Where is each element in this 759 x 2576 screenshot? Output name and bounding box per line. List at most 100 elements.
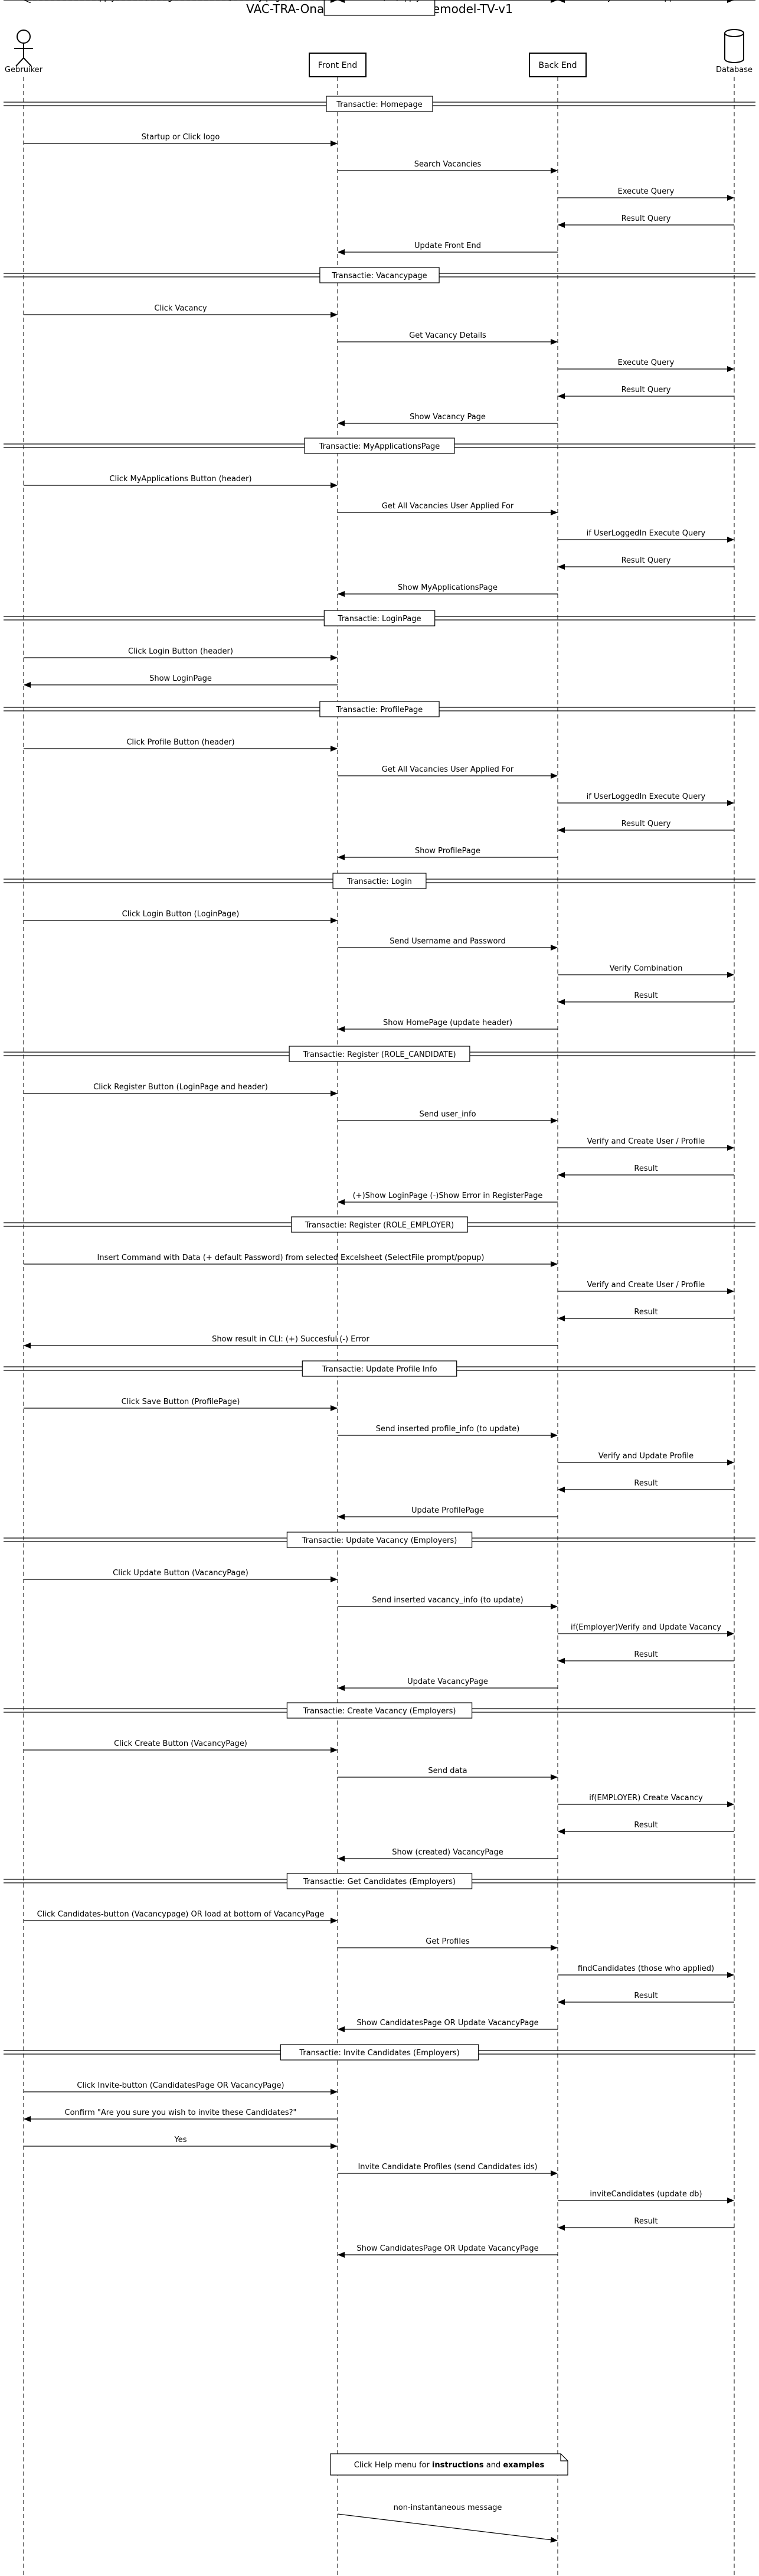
- message-arrow: Send inserted vacancy_info (to update): [338, 1596, 558, 1609]
- message-label: Click Create Button (VacancyPage): [114, 1739, 247, 1748]
- help-note: Click Help menu for instructions and exa…: [330, 2453, 568, 2476]
- message-arrow: Show LoginPage: [24, 674, 338, 688]
- message-arrow: drag to move: [24, 0, 338, 2]
- message-label: Show ProfilePage: [415, 847, 480, 856]
- message-label: Yes: [174, 2136, 187, 2144]
- message-label: Verify and Update Profile: [598, 1452, 693, 1461]
- message-label: Send inserted profile_info (to update): [376, 1425, 520, 1434]
- message-label: Verify and Create Application: [590, 0, 702, 2]
- participant-label: Back End: [538, 61, 577, 70]
- message-arrow: Click Update Button (VacancyPage): [24, 1569, 338, 1582]
- message-arrow: Insert Command with Data (+ default Pass…: [24, 1253, 558, 1267]
- section-label-box: [323, 610, 436, 626]
- message-arrow: Click Profile Button (header): [24, 738, 338, 752]
- message-arrow: Click Vacancy: [24, 304, 338, 318]
- message-label: Insert Command with Data (+ default Pass…: [97, 1253, 485, 1262]
- message-arrow: Verify and Create User / Profile: [558, 1137, 734, 1151]
- transaction-section: Transactie: Get Candidates (Employers) Cl…: [4, 1873, 755, 2032]
- section-label-box: [291, 1216, 468, 1233]
- participant-label: Front End: [318, 61, 357, 70]
- message-label: Result Query: [621, 820, 671, 828]
- message-arrow: Result: [558, 1164, 734, 1178]
- message-label: Execute Query: [618, 358, 675, 367]
- message-label: Show Result: [424, 0, 471, 2]
- section-label: Transactie: Register (ROLE_CANDIDATE): [302, 1050, 456, 1059]
- message-label: (+)Show LoginPage (-)Show Error in Regis…: [353, 1191, 543, 1200]
- section-label: Transactie: (Un)Apply: [338, 0, 421, 2]
- message-arrow: Update VacancyPage: [338, 1677, 558, 1691]
- message-label: Send user_info: [419, 1110, 476, 1119]
- section-label: Transactie: Homepage: [336, 100, 423, 109]
- transaction-section: Transactie: (Un)Apply Click Apply-button …: [4, 0, 755, 16]
- message-arrow: Result: [558, 1991, 734, 2005]
- message-label: Invite Candidate Profiles (send Candidat…: [358, 2163, 537, 2172]
- message-arrow: Show CandidatesPage OR Update VacancyPag…: [338, 2019, 558, 2032]
- section-label: Transactie: Register (ROLE_EMPLOYER): [305, 1221, 454, 1230]
- message-label: Click Invite-button (CandidatesPage OR V…: [77, 2081, 284, 2090]
- message-label: Show Vacancy Page: [410, 413, 486, 422]
- message-label: non-instantaneous message: [394, 2503, 502, 2512]
- message-label: Send Candidate data: [407, 0, 488, 2]
- message-label: Result: [634, 991, 657, 1000]
- section-label: Transactie: MyApplicationsPage: [319, 442, 440, 451]
- message-label: Result Query: [621, 556, 671, 565]
- message-arrow: Invite Candidate Profiles (send Candidat…: [338, 2163, 558, 2176]
- message-arrow: Click Candidates-button (Vacancypage) OR…: [24, 1910, 338, 1924]
- message-label: Get Profiles: [426, 1937, 470, 1946]
- message-label: Search Vacancies: [414, 160, 482, 169]
- section-label: Transactie: Invite Candidates (Employers…: [299, 2049, 459, 2058]
- message-arrow: Result: [558, 991, 734, 1005]
- message-arrow: findCandidates (those who applied): [558, 1964, 734, 1978]
- participant-database: Database: [716, 29, 753, 74]
- message-arrow: Click Login Button (header): [24, 647, 338, 661]
- message-arrow: Result Query: [558, 214, 734, 228]
- message-arrow: Verify and Update Profile: [558, 1452, 734, 1465]
- message-label: Result: [634, 1164, 657, 1173]
- message-label: Execute Query: [618, 187, 675, 196]
- section-label: Transactie: LoginPage: [337, 615, 421, 623]
- transaction-section: Transactie: Invite Candidates (Employers…: [4, 2044, 755, 2258]
- message-arrow: Verify Combination: [558, 964, 734, 978]
- message-label: Confirm "Are you sure you wish to invite…: [65, 2108, 297, 2117]
- message-label: Click Vacancy: [154, 304, 207, 313]
- section-label: Transactie: Create Vacancy (Employers): [303, 1707, 456, 1716]
- message-label: Result: [634, 1308, 657, 1317]
- message-arrow: Result: [558, 0, 734, 3]
- message-label: Update Front End: [414, 241, 481, 250]
- section-label: Transactie: Get Candidates (Employers): [303, 1878, 456, 1886]
- message-label: Click MyApplications Button (header): [109, 475, 251, 484]
- section-label-box: [302, 1360, 457, 1377]
- participant-backend: Back End: [529, 53, 587, 77]
- message-arrow: Result: [558, 1650, 734, 1664]
- message-arrow: inviteCandidates (update db): [558, 2190, 734, 2203]
- message-label: Startup or Click logo: [142, 133, 220, 142]
- transaction-section: Transactie: Update Vacancy (Employers)Cl…: [4, 1532, 755, 1691]
- message-label: Show MyApplicationsPage: [398, 583, 498, 592]
- section-label: Transactie: ProfilePage: [336, 706, 423, 714]
- message-arrow: Click Invite-button (CandidatesPage OR V…: [24, 2081, 338, 2095]
- section-label-box: [319, 267, 440, 283]
- message-arrow: Send user_info: [338, 1110, 558, 1124]
- message-arrow: Click Save Button (ProfilePage): [24, 1398, 338, 1411]
- section-label-box: [304, 438, 455, 454]
- message-label: Click Login Button (LoginPage): [122, 910, 240, 919]
- message-label: Click Profile Button (header): [126, 738, 234, 747]
- message-label: Click Save Button (ProfilePage): [122, 1398, 240, 1406]
- note-text: Click Help menu for instructions and exa…: [354, 2461, 545, 2470]
- section-label: Transactie: Login: [346, 877, 412, 886]
- message-label: Click Apply-button / Click Cancel-button…: [73, 0, 288, 2]
- message-arrow: Send data: [338, 1767, 558, 1780]
- message-arrow: Show CandidatesPage OR Update VacancyPag…: [338, 2244, 558, 2258]
- section-label-box: [286, 1702, 473, 1719]
- message-arrow: if UserLoggedIn Execute Query: [558, 529, 734, 543]
- message-label: Update ProfilePage: [411, 1506, 484, 1515]
- message-label: Result: [634, 0, 657, 2]
- participant-gebruiker: Gebruiker: [5, 30, 43, 74]
- section-label-box: [289, 1046, 470, 1062]
- message-arrow: Result Query: [558, 556, 734, 570]
